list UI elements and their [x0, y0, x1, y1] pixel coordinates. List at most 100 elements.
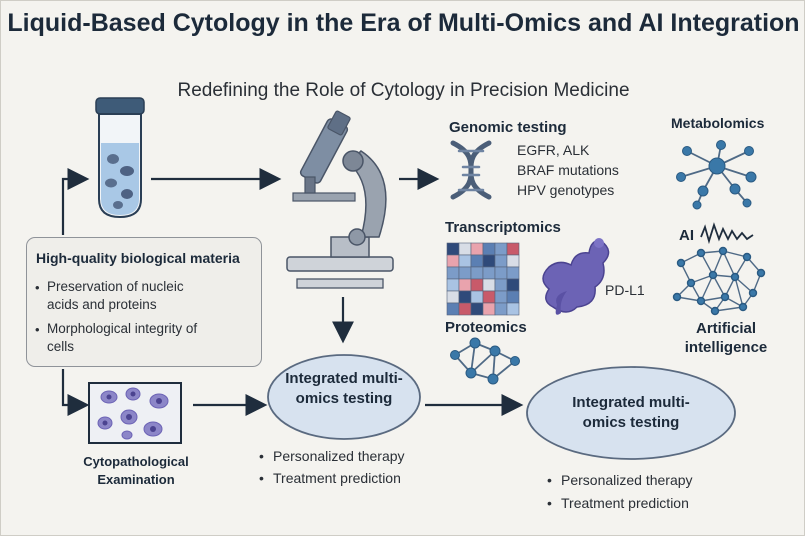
genomic-item-1: EGFR, ALK	[517, 142, 590, 158]
biomaterial-bullet-preservation: Preservation of nucleic acids and protei…	[47, 279, 184, 312]
heatmap-cell	[506, 302, 520, 316]
heatmap-cell	[470, 254, 484, 268]
heatmap-cell	[506, 266, 520, 280]
heatmap-cell	[482, 266, 496, 280]
heatmap-cell	[458, 254, 472, 268]
integrated-center-label: Integrated multi-omics testing	[285, 370, 403, 407]
microscope-icon	[286, 110, 394, 289]
heatmap-cell	[446, 266, 460, 280]
ai-network-edge	[734, 276, 744, 308]
heatmap-cell	[506, 242, 520, 256]
ai-network-node	[686, 278, 696, 288]
proteomics-title: Proteomics	[445, 319, 527, 336]
ai-network-node	[672, 292, 682, 302]
right-bullet-2-dot: •	[547, 495, 552, 511]
center-bullet-treatment: Treatment prediction	[273, 470, 401, 486]
heatmap-cell	[494, 254, 508, 268]
flow-arrows	[61, 168, 524, 416]
heatmap-cell	[446, 302, 460, 316]
cytopath-label: Cytopathological Examination	[83, 454, 189, 487]
integrated-right-ellipse	[526, 366, 736, 460]
ai-network-node	[738, 302, 748, 312]
heatmap-cell	[446, 290, 460, 304]
bullet-dot-1: •	[35, 280, 40, 295]
heatmap-cell	[470, 242, 484, 256]
heatmap-cell	[482, 278, 496, 292]
ai-network-node	[742, 252, 752, 262]
biomaterial-bullet-morphology: Morphological integrity of cells	[47, 321, 198, 354]
ai-wave-icon	[700, 222, 754, 245]
arrow-box-to-tube	[61, 168, 90, 235]
heatmap-cell	[506, 290, 520, 304]
ai-network-icon	[672, 246, 766, 316]
genomic-item-3: HPV genotypes	[517, 182, 615, 198]
center-bullet-2-dot: •	[259, 470, 264, 486]
ai-network-edge	[714, 306, 744, 312]
metabolomics-network-icon	[676, 140, 757, 210]
heatmap-cell	[470, 302, 484, 316]
page-title: Liquid-Based Cytology in the Era of Mult…	[7, 9, 800, 37]
ai-network-node	[718, 246, 728, 256]
heatmap-cell	[494, 302, 508, 316]
ai-network-node	[720, 292, 730, 302]
metabolomics-title: Metabolomics	[671, 115, 765, 131]
ai-network-node	[710, 306, 720, 316]
heatmap-cell	[470, 290, 484, 304]
page-subtitle: Redefining the Role of Cytology in Preci…	[177, 80, 630, 101]
heatmap-cell	[482, 302, 496, 316]
heatmap-cell	[506, 278, 520, 292]
pd-l1-label: PD-L1	[605, 282, 645, 298]
ai-network-edge	[722, 250, 736, 278]
heatmap-cell	[458, 290, 472, 304]
heatmap-cell	[506, 254, 520, 268]
heatmap-cell	[494, 266, 508, 280]
ai-network-node	[708, 270, 718, 280]
heatmap-cell	[446, 278, 460, 292]
test-tube-icon	[95, 97, 145, 219]
biomaterial-title: High-quality biological materia	[36, 250, 240, 266]
ai-network-edge	[700, 274, 714, 302]
ai-network-node	[748, 288, 758, 298]
heatmap-cell	[494, 290, 508, 304]
biomaterial-box: High-quality biological materia • Preser…	[26, 237, 262, 367]
heatmap-cell	[482, 254, 496, 268]
heatmap-cell	[458, 302, 472, 316]
pd-l1-protein-icon	[542, 238, 610, 315]
right-bullet-treatment: Treatment prediction	[561, 495, 689, 511]
right-bullet-personalized: Personalized therapy	[561, 472, 693, 488]
right-bullet-1-dot: •	[547, 472, 552, 488]
heatmap-cell	[482, 290, 496, 304]
ai-network-node	[696, 296, 706, 306]
ai-network-node	[730, 272, 740, 282]
heatmap-cell	[470, 266, 484, 280]
ai-network-node	[676, 258, 686, 268]
heatmap-cell	[458, 266, 472, 280]
bullet-dot-2: •	[35, 322, 40, 337]
genomic-title: Genomic testing	[449, 119, 567, 136]
ai-network-node	[756, 268, 766, 278]
ai-network-edge	[712, 250, 724, 276]
heatmap-cell	[458, 242, 472, 256]
cytology-slide-icon	[88, 382, 182, 444]
ai-wave-label: AI	[679, 227, 694, 244]
dna-icon	[450, 140, 492, 200]
integrated-center-ellipse	[267, 354, 421, 440]
center-bullet-personalized: Personalized therapy	[273, 448, 405, 464]
center-bullet-1-dot: •	[259, 448, 264, 464]
heatmap-cell	[446, 242, 460, 256]
heatmap-cell	[458, 278, 472, 292]
ai-label: Artificial intelligence	[684, 320, 768, 356]
heatmap-cell	[494, 278, 508, 292]
integrated-right-label: Integrated multi-omics testing	[572, 394, 690, 431]
proteomics-network-icon	[450, 337, 520, 385]
genomic-item-2: BRAF mutations	[517, 162, 619, 178]
heatmap-cell	[494, 242, 508, 256]
heatmap-cell	[470, 278, 484, 292]
ai-network-node	[696, 248, 706, 258]
transcriptomics-heatmap-icon	[446, 242, 520, 316]
heatmap-cell	[446, 254, 460, 268]
heatmap-cell	[482, 242, 496, 256]
arrow-box-to-cytopath	[61, 369, 90, 416]
transcriptomics-title: Transcriptomics	[445, 219, 561, 236]
